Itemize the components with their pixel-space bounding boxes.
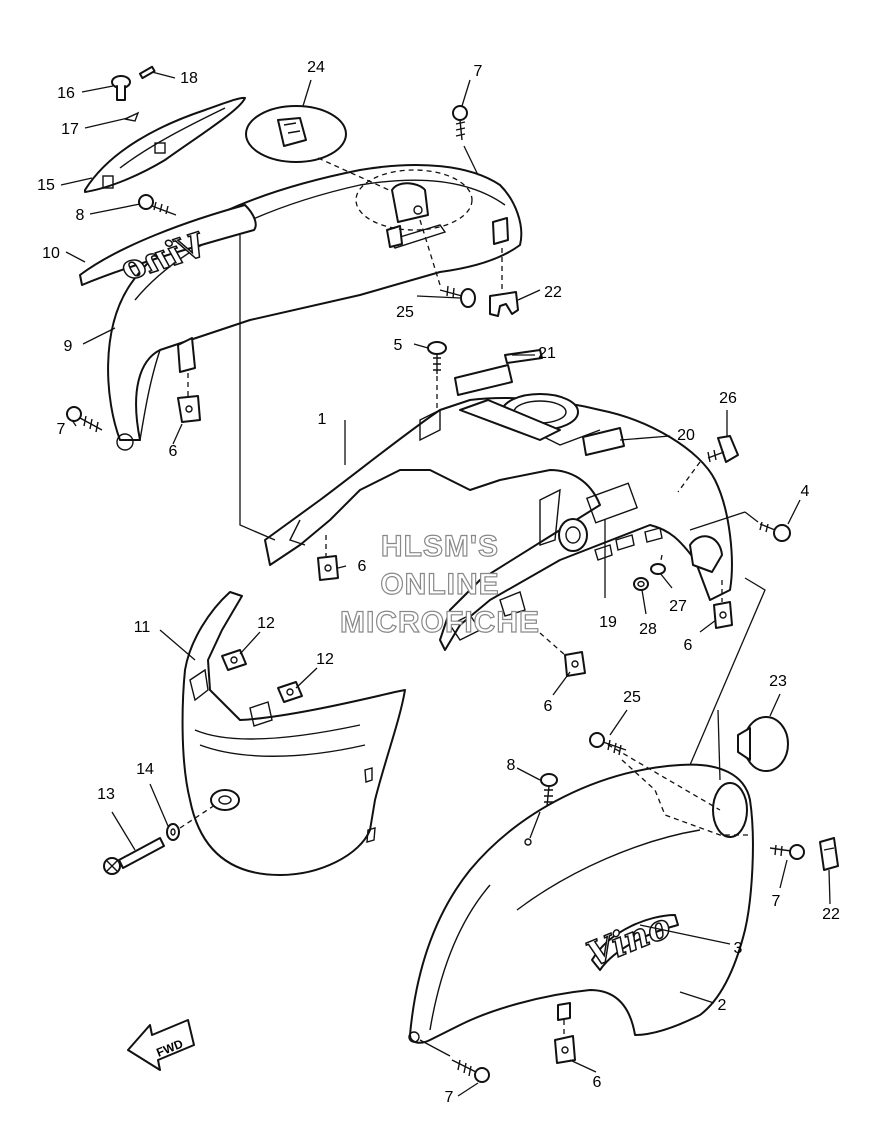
screw-part-4 xyxy=(689,511,791,542)
bolt-part-13 xyxy=(103,837,165,875)
callout-8-upper: 8 xyxy=(76,207,85,224)
callout-14: 14 xyxy=(136,761,154,778)
callout-15: 15 xyxy=(37,177,55,194)
callout-6-d: 6 xyxy=(544,698,553,715)
watermark-line-3: MICROFICHE xyxy=(340,606,540,639)
callout-28: 28 xyxy=(639,621,657,638)
screw-part-8-lower xyxy=(529,773,558,839)
callout-24: 24 xyxy=(307,59,325,76)
callout-17: 17 xyxy=(61,121,79,138)
callout-27: 27 xyxy=(669,598,687,615)
callout-25-upper: 25 xyxy=(396,304,414,321)
clip-part-27 xyxy=(650,554,666,575)
callout-7-top: 7 xyxy=(474,63,483,80)
nut-part-6-b xyxy=(317,535,339,581)
callout-23: 23 xyxy=(769,673,787,690)
label-part-21 xyxy=(454,349,543,396)
pin-part-18 xyxy=(138,65,156,80)
callout-21: 21 xyxy=(538,345,556,362)
callout-18: 18 xyxy=(180,70,198,87)
nut-part-6-e xyxy=(554,1002,576,1064)
screw-part-7-bottom xyxy=(419,1039,490,1083)
callout-3: 3 xyxy=(734,940,743,957)
clip-part-17 xyxy=(122,111,140,122)
nut-part-6-c xyxy=(713,580,733,629)
screw-part-16 xyxy=(111,75,131,101)
top-panel-part-15 xyxy=(84,96,246,193)
callout-22-lower: 22 xyxy=(822,906,840,923)
washer-part-28 xyxy=(633,577,649,591)
screw-part-25-lower xyxy=(589,732,627,756)
callout-7-right: 7 xyxy=(772,893,781,910)
label-part-20 xyxy=(582,427,625,456)
callout-11: 11 xyxy=(134,619,151,636)
callout-9: 9 xyxy=(64,338,73,355)
callout-6-a: 6 xyxy=(169,443,178,460)
callouts: 16 17 18 15 8 10 9 24 7 22 25 5 21 1 7 6… xyxy=(37,59,840,1106)
callout-26: 26 xyxy=(719,390,737,407)
nut-part-22-lower xyxy=(819,837,839,871)
watermark-line-1: HLSM'S xyxy=(381,530,499,563)
callout-2: 2 xyxy=(718,997,727,1014)
nut-part-6-d xyxy=(539,632,586,677)
fwd-arrow: FWD xyxy=(127,1019,195,1071)
watermark-line-2: ONLINE xyxy=(380,568,499,601)
nut-part-12-a xyxy=(221,649,247,671)
washer-part-14 xyxy=(166,804,216,841)
callout-12-b: 12 xyxy=(316,651,334,668)
callout-6-b: 6 xyxy=(358,558,367,575)
callout-12-a: 12 xyxy=(257,615,275,632)
callout-5: 5 xyxy=(394,337,403,354)
side-cover-part-2: Vino xyxy=(408,763,754,1044)
leg-shield-part-11 xyxy=(181,591,406,876)
nut-part-6-a xyxy=(177,373,201,423)
screw-part-5 xyxy=(427,341,447,408)
callout-6-e: 6 xyxy=(593,1074,602,1091)
callout-20: 20 xyxy=(677,427,695,444)
nut-part-22-upper xyxy=(489,248,519,317)
screw-part-7-top xyxy=(452,105,479,176)
plug-part-26 xyxy=(677,435,739,493)
callout-16: 16 xyxy=(57,85,75,102)
callout-7-left: 7 xyxy=(57,421,66,438)
callout-4: 4 xyxy=(801,483,810,500)
callout-10: 10 xyxy=(42,245,60,262)
callout-6-c: 6 xyxy=(684,637,693,654)
cap-part-23 xyxy=(737,716,789,772)
callout-13: 13 xyxy=(97,786,115,803)
watermark: HLSM'S ONLINE MICROFICHE xyxy=(339,529,540,639)
nut-part-12-b xyxy=(277,681,303,703)
screw-part-25-upper xyxy=(419,219,476,308)
screw-part-7-left xyxy=(66,406,103,433)
callout-25-lower: 25 xyxy=(623,689,641,706)
frame-part-1 xyxy=(264,393,733,651)
callout-22-upper: 22 xyxy=(544,284,562,301)
callout-19: 19 xyxy=(599,614,617,631)
callout-7-bottom: 7 xyxy=(445,1089,454,1106)
screw-part-7-right xyxy=(769,844,805,860)
inset-part-24 xyxy=(245,105,473,231)
callout-8-lower: 8 xyxy=(507,757,516,774)
screw-part-8-upper xyxy=(138,194,177,216)
callout-1: 1 xyxy=(318,411,327,428)
callout-leaders xyxy=(60,71,831,1097)
